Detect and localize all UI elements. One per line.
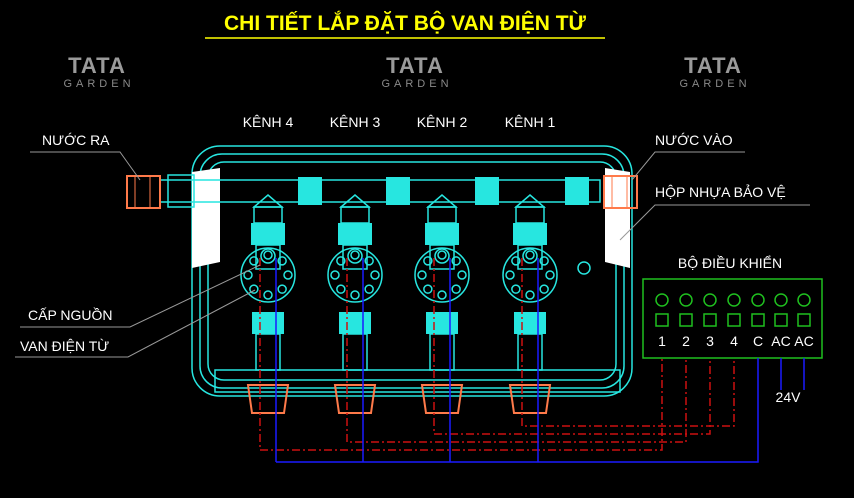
channel-4-label: KÊNH 4 xyxy=(243,114,294,130)
terminal-label: 1 xyxy=(658,333,666,349)
callouts: NƯỚC RA NƯỚC VÀO HỘP NHỰA BẢO VỆ CẤP NGU… xyxy=(15,132,810,358)
bottom-fitting xyxy=(508,384,552,414)
common-bus-wire xyxy=(276,358,759,463)
bottom-fitting xyxy=(246,384,290,414)
svg-text:GARDEN: GARDEN xyxy=(63,78,134,90)
watermark: TATA GARDEN TATA GARDEN TATA GARDEN xyxy=(63,53,750,90)
bottom-fitting xyxy=(420,384,464,414)
power-cable-label: CẤP NGUỒN xyxy=(28,306,113,323)
terminal-label: 3 xyxy=(706,333,714,349)
terminal-AC: AC xyxy=(794,293,814,349)
terminal-label: AC xyxy=(771,333,790,349)
signal-wire-2 xyxy=(433,258,711,435)
terminal-label: 4 xyxy=(730,333,738,349)
bottom-fitting xyxy=(333,384,377,414)
svg-text:TATA: TATA xyxy=(386,53,444,78)
channel-2-label: KÊNH 2 xyxy=(417,114,468,130)
enclosure-label: HỘP NHỰA BẢO VỆ xyxy=(655,184,786,200)
svg-text:GARDEN: GARDEN xyxy=(679,78,750,90)
controller-title: BỘ ĐIỀU KHIỂN xyxy=(678,254,782,271)
svg-text:TATA: TATA xyxy=(684,53,742,78)
terminal-3: 3 xyxy=(703,293,717,349)
voltage-label: 24V xyxy=(776,389,802,405)
solenoid-valve-label: VAN ĐIỆN TỪ xyxy=(20,338,109,354)
channel-3-label: KÊNH 3 xyxy=(330,114,381,130)
diagram-title: CHI TIẾT LẮP ĐẶT BỘ VAN ĐIỆN TỪ xyxy=(224,11,587,35)
terminal-label: AC xyxy=(794,333,813,349)
terminal-label: C xyxy=(753,333,763,349)
terminal-C: C xyxy=(751,293,765,349)
terminal-2: 2 xyxy=(679,293,693,349)
signal-wire-1 xyxy=(521,258,735,427)
signal-wire-4 xyxy=(259,258,663,451)
main-pipe xyxy=(159,174,601,208)
outlet-label: NƯỚC RA xyxy=(42,132,110,148)
terminal-label: 2 xyxy=(682,333,690,349)
svg-text:GARDEN: GARDEN xyxy=(381,78,452,90)
inlet-fitting xyxy=(603,175,638,209)
inlet-label: NƯỚC VÀO xyxy=(655,132,733,148)
signal-wire-3 xyxy=(346,258,687,443)
enclosure-box xyxy=(191,145,633,397)
svg-text:TATA: TATA xyxy=(68,53,126,78)
terminal-1: 1 xyxy=(655,293,669,349)
channel-1-label: KÊNH 1 xyxy=(505,114,556,130)
outlet-fitting xyxy=(126,175,161,209)
terminal-4: 4 xyxy=(727,293,741,349)
terminal-AC: AC xyxy=(771,293,791,349)
